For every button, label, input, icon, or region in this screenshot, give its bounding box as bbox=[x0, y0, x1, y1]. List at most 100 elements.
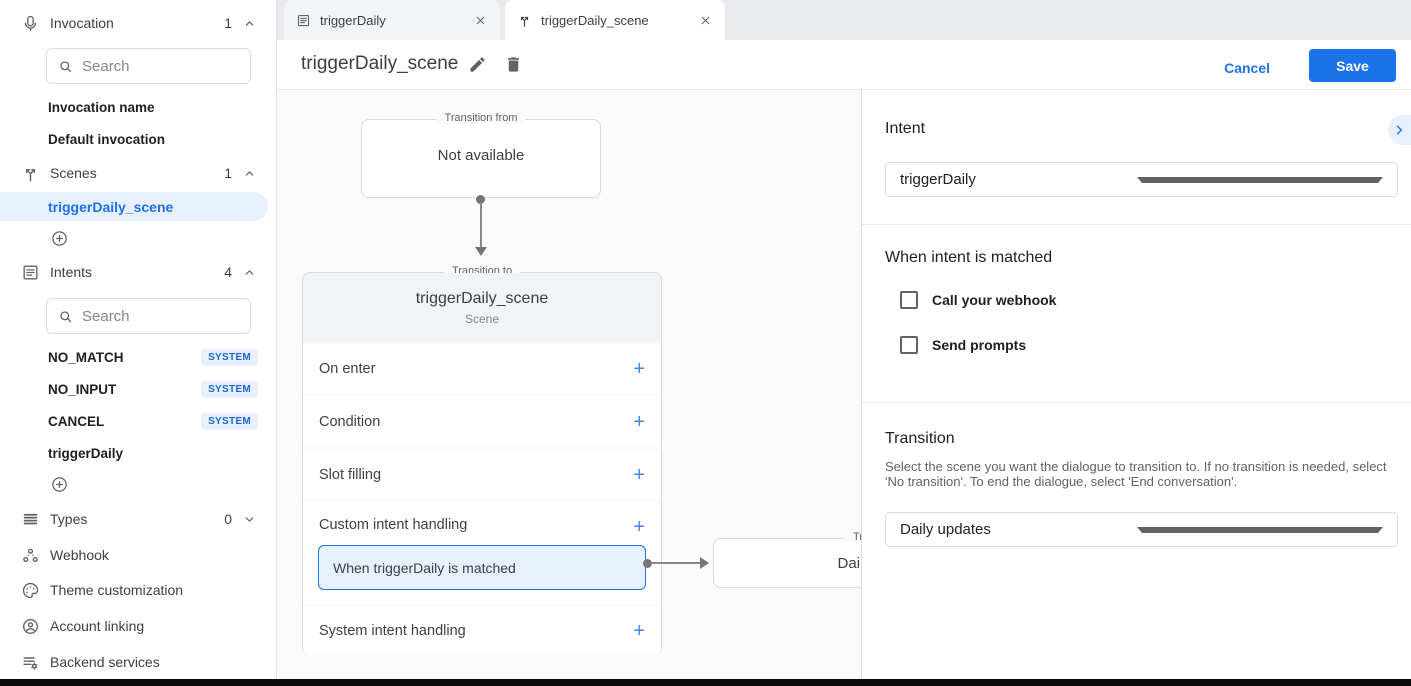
sidebar: Invocation 1 Invocation name Default inv… bbox=[0, 0, 277, 679]
chevron-down-icon[interactable] bbox=[240, 510, 258, 528]
system-badge: SYSTEM bbox=[201, 380, 258, 398]
connector-line bbox=[651, 562, 701, 564]
tab-triggerdaily[interactable]: triggerDaily bbox=[284, 0, 500, 40]
add-intent-button[interactable] bbox=[50, 475, 69, 494]
transition-section-heading: Transition bbox=[885, 430, 955, 447]
backend-services-icon bbox=[20, 652, 40, 672]
add-icon[interactable]: + bbox=[633, 464, 645, 486]
webhook-icon bbox=[20, 545, 40, 565]
scene-row-system-intent-handling[interactable]: System intent handling + bbox=[303, 606, 661, 655]
sidebar-item-intent[interactable]: NO_MATCH SYSTEM bbox=[48, 348, 258, 366]
window-bottom-edge bbox=[0, 679, 1411, 686]
connector-arrowhead bbox=[475, 247, 487, 256]
add-icon[interactable]: + bbox=[633, 411, 645, 433]
search-icon bbox=[57, 308, 74, 325]
transition-description: Select the scene you want the dialogue t… bbox=[885, 459, 1387, 489]
scene-row-custom-intent-handling[interactable]: Custom intent handling + When triggerDai… bbox=[303, 503, 661, 603]
chevron-up-icon[interactable] bbox=[240, 263, 258, 281]
dropdown-caret-icon bbox=[1136, 176, 1383, 183]
save-button[interactable]: Save bbox=[1309, 49, 1396, 82]
delete-icon[interactable] bbox=[504, 55, 524, 75]
section-count: 4 bbox=[224, 264, 232, 280]
scene-node-header: triggerDaily_scene Scene bbox=[303, 273, 661, 341]
scene-row-condition[interactable]: Condition + bbox=[303, 397, 661, 447]
section-divider bbox=[862, 402, 1411, 403]
close-icon[interactable] bbox=[472, 12, 488, 28]
transition-from-node: Transition from Not available bbox=[361, 112, 601, 198]
sidebar-item-triggerdaily-scene[interactable]: triggerDaily_scene bbox=[0, 192, 268, 221]
account-icon bbox=[20, 616, 40, 636]
intent-select[interactable]: triggerDaily bbox=[885, 162, 1398, 197]
system-badge: SYSTEM bbox=[201, 412, 258, 430]
section-label: Scenes bbox=[50, 165, 97, 181]
send-prompts-checkbox[interactable]: Send prompts bbox=[886, 336, 1026, 354]
transition-select[interactable]: Daily updates bbox=[885, 512, 1398, 547]
invocation-search[interactable] bbox=[46, 48, 251, 84]
properties-panel: Intent triggerDaily When intent is match… bbox=[861, 90, 1411, 679]
chevron-up-icon[interactable] bbox=[240, 164, 258, 182]
sidebar-item-invocation-name[interactable]: Invocation name bbox=[48, 99, 155, 115]
palette-icon bbox=[20, 580, 40, 600]
collapse-panel-button[interactable] bbox=[1388, 115, 1411, 145]
cancel-button[interactable]: Cancel bbox=[1214, 54, 1280, 82]
call-webhook-checkbox[interactable]: Call your webhook bbox=[886, 291, 1056, 309]
scene-split-icon bbox=[20, 163, 40, 183]
sidebar-item-intent[interactable]: NO_INPUT SYSTEM bbox=[48, 380, 258, 398]
system-badge: SYSTEM bbox=[201, 348, 258, 366]
invocation-search-input[interactable] bbox=[82, 57, 222, 75]
scene-node-subtitle: Scene bbox=[464, 312, 500, 326]
section-count: 0 bbox=[224, 511, 232, 527]
close-icon[interactable] bbox=[697, 12, 713, 28]
intent-handler-when-triggerdaily-matched[interactable]: When triggerDaily is matched bbox=[318, 545, 646, 590]
search-icon bbox=[57, 58, 74, 75]
sidebar-item-webhook[interactable]: Webhook bbox=[0, 542, 276, 568]
intents-search[interactable] bbox=[46, 298, 251, 334]
add-icon[interactable]: + bbox=[633, 516, 645, 538]
microphone-icon bbox=[20, 13, 40, 33]
transition-from-value: Not available bbox=[437, 147, 525, 164]
section-label: Invocation bbox=[50, 15, 114, 31]
node-legend: Transition from bbox=[436, 112, 526, 124]
checkbox-icon[interactable] bbox=[900, 291, 918, 309]
connector-arrowhead bbox=[700, 557, 709, 569]
intent-section-heading: Intent bbox=[885, 120, 926, 137]
chevron-right-icon bbox=[1392, 123, 1406, 137]
scene-row-on-enter[interactable]: On enter + bbox=[303, 344, 661, 394]
chevron-up-icon[interactable] bbox=[240, 14, 258, 32]
section-count: 1 bbox=[224, 165, 232, 181]
sidebar-item-backend-services[interactable]: Backend services bbox=[0, 649, 276, 675]
sidebar-item-intent[interactable]: CANCEL SYSTEM bbox=[48, 412, 258, 430]
section-count: 1 bbox=[224, 15, 232, 31]
sidebar-section-scenes[interactable]: Scenes 1 bbox=[0, 160, 276, 186]
add-icon[interactable]: + bbox=[633, 358, 645, 380]
connector-dot bbox=[643, 559, 652, 568]
section-divider bbox=[862, 224, 1411, 225]
sidebar-section-types[interactable]: Types 0 bbox=[0, 506, 276, 532]
matched-section-heading: When intent is matched bbox=[885, 249, 1053, 266]
add-scene-button[interactable] bbox=[50, 229, 69, 248]
scene-node: Transition to triggerDaily_scene Scene O… bbox=[302, 265, 662, 655]
sidebar-item-intent[interactable]: triggerDaily bbox=[48, 445, 124, 461]
dropdown-caret-icon bbox=[1136, 526, 1383, 533]
scene-split-icon bbox=[517, 13, 532, 28]
page-title: triggerDaily_scene bbox=[301, 53, 459, 74]
sidebar-item-theme-customization[interactable]: Theme customization bbox=[0, 577, 276, 603]
section-label: Types bbox=[50, 511, 88, 527]
add-icon[interactable]: + bbox=[633, 619, 645, 642]
edit-icon[interactable] bbox=[468, 55, 488, 75]
intents-list-icon bbox=[20, 262, 40, 282]
sidebar-section-invocation[interactable]: Invocation 1 bbox=[0, 10, 276, 36]
tab-triggerdaily-scene[interactable]: triggerDaily_scene bbox=[505, 0, 725, 40]
intents-list-icon bbox=[296, 13, 311, 28]
sidebar-item-account-linking[interactable]: Account linking bbox=[0, 613, 276, 639]
checkbox-icon[interactable] bbox=[900, 336, 918, 354]
intents-search-input[interactable] bbox=[82, 307, 222, 325]
connector-line bbox=[480, 202, 482, 248]
sidebar-section-intents[interactable]: Intents 4 bbox=[0, 259, 276, 285]
editor-header: triggerDaily_scene Cancel Save bbox=[277, 40, 1411, 90]
sidebar-item-default-invocation[interactable]: Default invocation bbox=[48, 131, 166, 147]
connector-dot bbox=[476, 195, 485, 204]
scene-node-title: triggerDaily_scene bbox=[415, 290, 549, 307]
scene-row-slot-filling[interactable]: Slot filling + bbox=[303, 450, 661, 500]
